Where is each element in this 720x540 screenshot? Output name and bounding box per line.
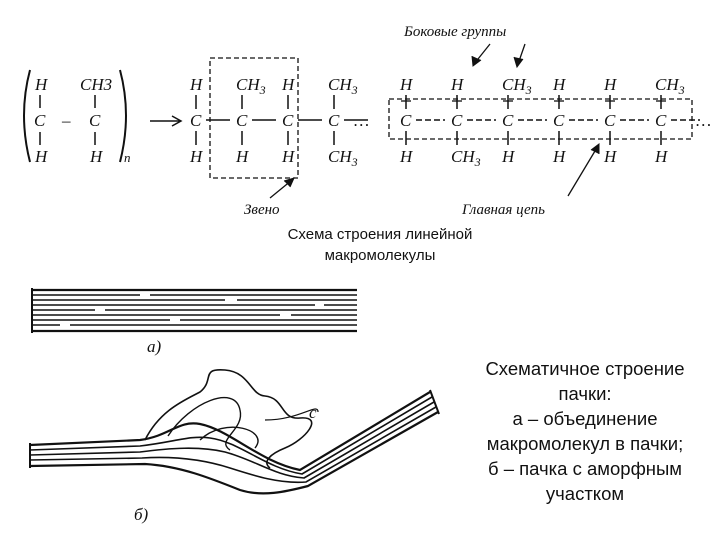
chain-top-group: CH3 (502, 75, 532, 97)
monomer-c-2: C (89, 111, 101, 130)
unit-arrow (269, 177, 295, 199)
chain-carbon: C (502, 111, 514, 130)
caption-bundle: Схематичное строение пачки: а – объедине… (446, 356, 720, 506)
chain-top-group: H (450, 75, 465, 94)
monomer-bottom-1: H (34, 147, 49, 166)
label-side-groups: Боковые группы (403, 24, 506, 40)
caption-bundle-line: б – пачка с аморфным (487, 458, 683, 479)
monomer-subscript: n (124, 150, 131, 165)
chain-top-group: H (603, 75, 618, 94)
bundle-b (29, 369, 440, 495)
chain-bottom-group: H (399, 147, 414, 166)
chain-bottom-group: H (189, 147, 204, 166)
bundle-a (31, 288, 357, 333)
chain-carbon: C (190, 111, 202, 130)
caption-bundle-line: пачки: (558, 383, 612, 404)
chain-carbon: C (328, 111, 340, 130)
chain-top-group: H (552, 75, 567, 94)
chain-carbon: C (553, 111, 565, 130)
left-parenthesis (23, 69, 31, 163)
chain-top-group: CH3 (655, 75, 685, 97)
right-parenthesis (119, 69, 127, 163)
chain-top-group: H (189, 75, 204, 94)
chain-top-group: CH3 (328, 75, 358, 97)
caption-bundle-line: участком (545, 483, 625, 504)
monomer-top-1: H (34, 75, 49, 94)
reaction-arrow (150, 115, 183, 127)
chain-carbon: C (282, 111, 294, 130)
chain-top-group: H (281, 75, 296, 94)
chain-top-group: H (399, 75, 414, 94)
main-chain-box (388, 98, 693, 140)
monomer-top-2: CH3 (80, 75, 112, 94)
chain-carbon: C (604, 111, 616, 130)
monomer-formula: H CH3 C – C H H n (23, 69, 131, 166)
chain-bottom-group: CH3 (328, 147, 358, 169)
chain-bottom-group: H (552, 147, 567, 166)
caption-molecule: Схема строения линейной макромолекулы (287, 226, 473, 264)
chain-continuation-right: … (696, 111, 711, 130)
chain-bottom-group: H (654, 147, 669, 166)
chain-carbon: C (236, 111, 248, 130)
caption-bundle-line: а – объединение (512, 408, 658, 429)
chain-bottom-group: H (603, 147, 618, 166)
label-b: б) (134, 505, 149, 524)
caption-bundle-line: макромолекул в пачки; (486, 433, 684, 454)
chain-carbon: C (655, 111, 667, 130)
caption-bundle-line: Схематичное строение (485, 358, 685, 379)
label-a: а) (147, 337, 162, 356)
label-unit: Звено (244, 202, 280, 218)
chain-bottom-group: CH3 (451, 147, 481, 169)
main-chain-arrow (567, 143, 600, 197)
chain-bottom-group: H (501, 147, 516, 166)
monomer-c-1: C (34, 111, 46, 130)
chain-bottom-group: H (235, 147, 250, 166)
chain-top-group: CH3 (236, 75, 266, 97)
label-main-chain: Главная цепь (461, 202, 545, 218)
chain-bottom-group: H (281, 147, 296, 166)
side-groups-arrows (471, 43, 526, 69)
chain-continuation: … (354, 111, 369, 130)
label-c: с (309, 403, 317, 422)
chain-carbon: C (400, 111, 412, 130)
monomer-bottom-2: H (89, 147, 104, 166)
unit-box (209, 57, 299, 179)
chain-carbon: C (451, 111, 463, 130)
monomer-bond: – (61, 111, 71, 130)
